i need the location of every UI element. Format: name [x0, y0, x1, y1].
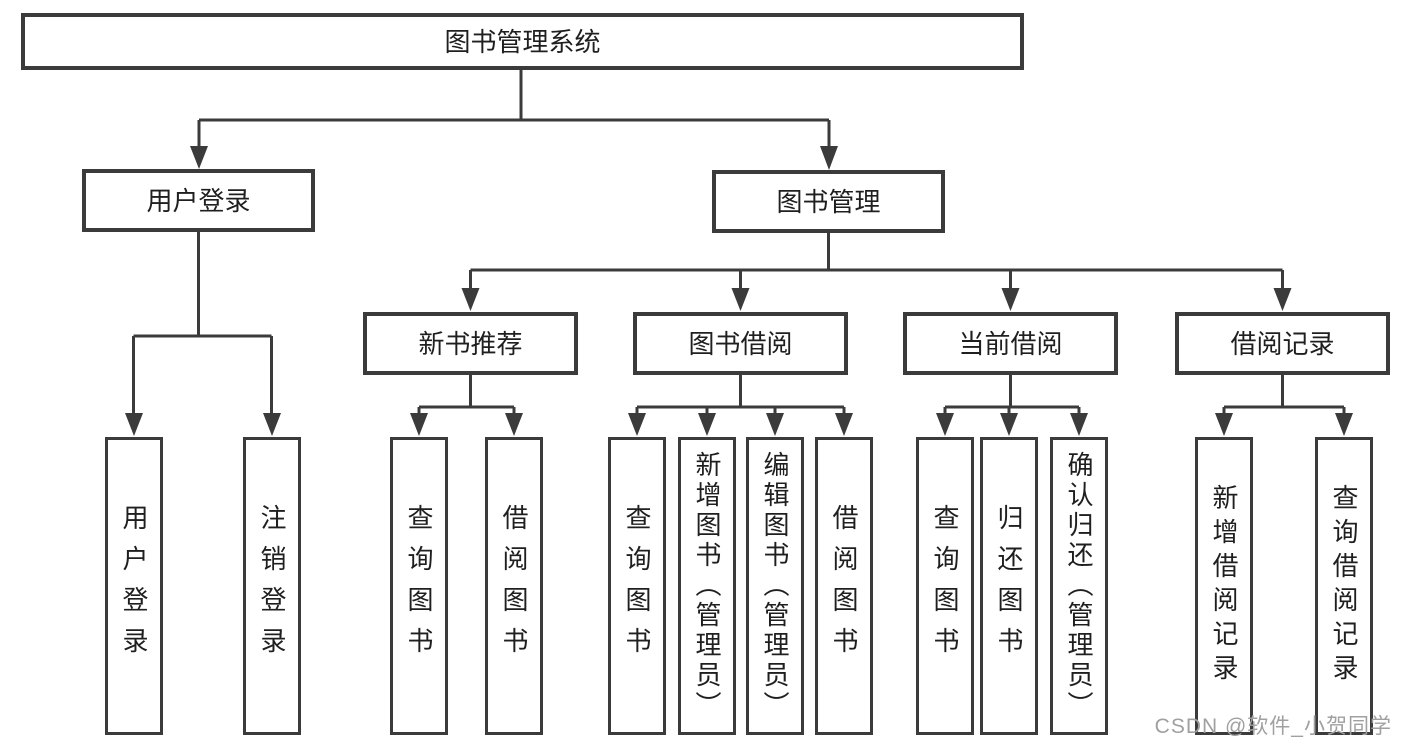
edge-new-book-rec-to-leaves [410, 375, 523, 436]
edge-borrow-records-to-leaves [1215, 375, 1353, 436]
leaf-label: 借阅图书 [829, 504, 859, 668]
edge-user-login-to-leaves [125, 232, 281, 436]
node-book-management: 图书管理 [712, 170, 945, 233]
leaf-label: 确认归还（管理员） [1064, 451, 1094, 721]
edge-book-mgmt-to-level3 [461, 233, 1292, 311]
leaf-label: 查询图书 [404, 504, 434, 668]
node-root-library-system: 图书管理系统 [21, 13, 1024, 70]
leaf-query-books-3: 查询图书 [916, 437, 974, 735]
leaf-label: 注销登录 [257, 504, 287, 668]
node-current-borrow: 当前借阅 [903, 312, 1118, 375]
leaf-borrow-books-2: 借阅图书 [815, 437, 873, 735]
node-new-book-recommend: 新书推荐 [363, 312, 578, 375]
leaf-label: 新增借阅记录 [1209, 484, 1239, 688]
edge-current-borrow-to-leaves [936, 375, 1088, 436]
leaf-query-borrow-record: 查询借阅记录 [1315, 437, 1373, 735]
leaf-confirm-return-admin: 确认归还（管理员） [1050, 437, 1108, 735]
leaf-borrow-books-1: 借阅图书 [485, 437, 543, 735]
node-user-login: 用户登录 [82, 169, 315, 232]
leaf-logout: 注销登录 [243, 437, 301, 735]
leaf-label: 借阅图书 [499, 504, 529, 668]
edge-book-borrow-to-leaves [628, 375, 853, 436]
leaf-add-borrow-record: 新增借阅记录 [1195, 437, 1253, 735]
node-borrow-records: 借阅记录 [1175, 312, 1390, 375]
leaf-user-login: 用户登录 [105, 437, 163, 735]
leaf-query-books-2: 查询图书 [608, 437, 666, 735]
leaf-return-books: 归还图书 [980, 437, 1038, 735]
leaf-label: 查询图书 [622, 504, 652, 668]
leaf-label: 查询图书 [930, 504, 960, 668]
node-book-borrow: 图书借阅 [633, 312, 848, 375]
leaf-label: 新增图书（管理员） [692, 451, 722, 721]
leaf-add-books-admin: 新增图书（管理员） [678, 437, 736, 735]
leaf-edit-books-admin: 编辑图书（管理员） [746, 437, 804, 735]
leaf-query-books-1: 查询图书 [390, 437, 448, 735]
edge-root-to-level2 [190, 70, 838, 170]
leaf-label: 用户登录 [119, 504, 149, 668]
leaf-label: 编辑图书（管理员） [760, 451, 790, 721]
leaf-label: 归还图书 [994, 504, 1024, 668]
csdn-watermark: CSDN @软件_小贺同学 [1154, 715, 1392, 738]
leaf-label: 查询借阅记录 [1329, 484, 1359, 688]
